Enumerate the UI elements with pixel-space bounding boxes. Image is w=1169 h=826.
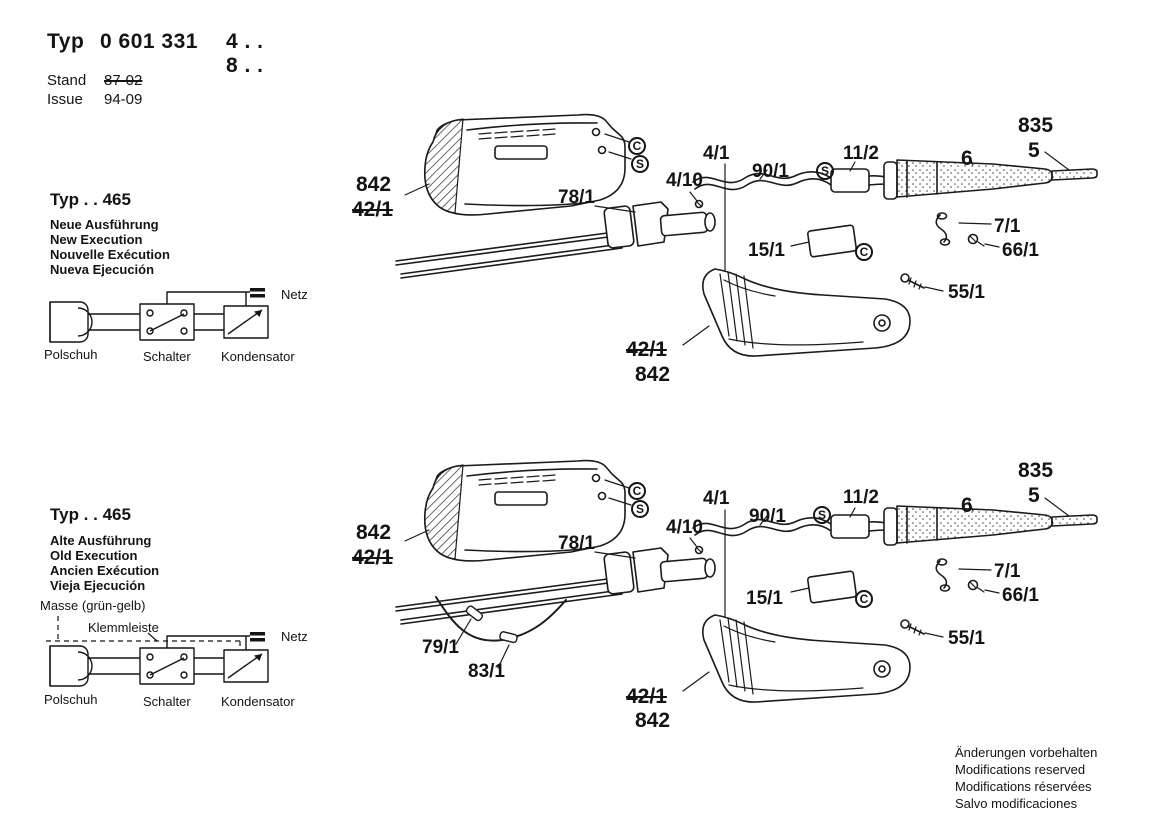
footer-line-fr: Modifications réservées — [955, 779, 1092, 794]
variant-line-es: Nueva Ejecución — [50, 262, 155, 277]
variant-line-en: New Execution — [50, 232, 143, 247]
netz-label: Netz — [281, 287, 308, 302]
exploded-view-new — [395, 113, 1098, 357]
footer-line-de: Änderungen vorbehalten — [955, 745, 1098, 760]
klemmleiste-label: Klemmleiste — [88, 620, 159, 635]
modifications-note: Änderungen vorbehalten Modifications res… — [955, 744, 1097, 812]
variant-line-de: Alte Ausführung — [50, 533, 152, 548]
netz-label: Netz — [281, 629, 308, 644]
variant-line-fr: Ancien Exécution — [50, 563, 160, 578]
stand-label: Stand — [47, 72, 87, 89]
variant-line-fr: Nouvelle Exécution — [50, 247, 170, 262]
footer-line-es: Salvo modificaciones — [955, 796, 1078, 811]
typ-465-label: Typ . . 465 — [50, 505, 131, 524]
variant-line-es: Vieja Ejecución — [50, 578, 146, 593]
wiring-diagram-old — [46, 616, 269, 687]
variant-line-en: Old Execution — [50, 548, 138, 563]
variant-line-de: Neue Ausführung — [50, 217, 159, 232]
issue-value: 94-09 — [104, 91, 143, 108]
footer-line-en: Modifications reserved — [955, 762, 1086, 777]
typ-label: Typ — [47, 30, 85, 53]
typ-suffix-line2: 8 . . — [226, 54, 264, 77]
kondensator-label: Kondensator — [221, 349, 295, 364]
issue-label: Issue — [47, 91, 83, 108]
schalter-label: Schalter — [143, 349, 191, 364]
typ-suffix-line1: 4 . . — [226, 30, 264, 53]
stand-value: 87-02 — [104, 72, 143, 89]
typ-465-label: Typ . . 465 — [50, 190, 131, 209]
kondensator-label: Kondensator — [221, 694, 295, 709]
polschuh-label: Polschuh — [44, 692, 98, 707]
typ-number: 0 601 331 — [100, 30, 198, 53]
schalter-label: Schalter — [143, 694, 191, 709]
polschuh-label: Polschuh — [44, 347, 98, 362]
exploded-view-old — [395, 459, 1098, 703]
wiring-diagram-new — [49, 288, 269, 343]
masse-label: Masse (grün-gelb) — [40, 598, 146, 613]
ground-wire-old — [435, 596, 567, 669]
